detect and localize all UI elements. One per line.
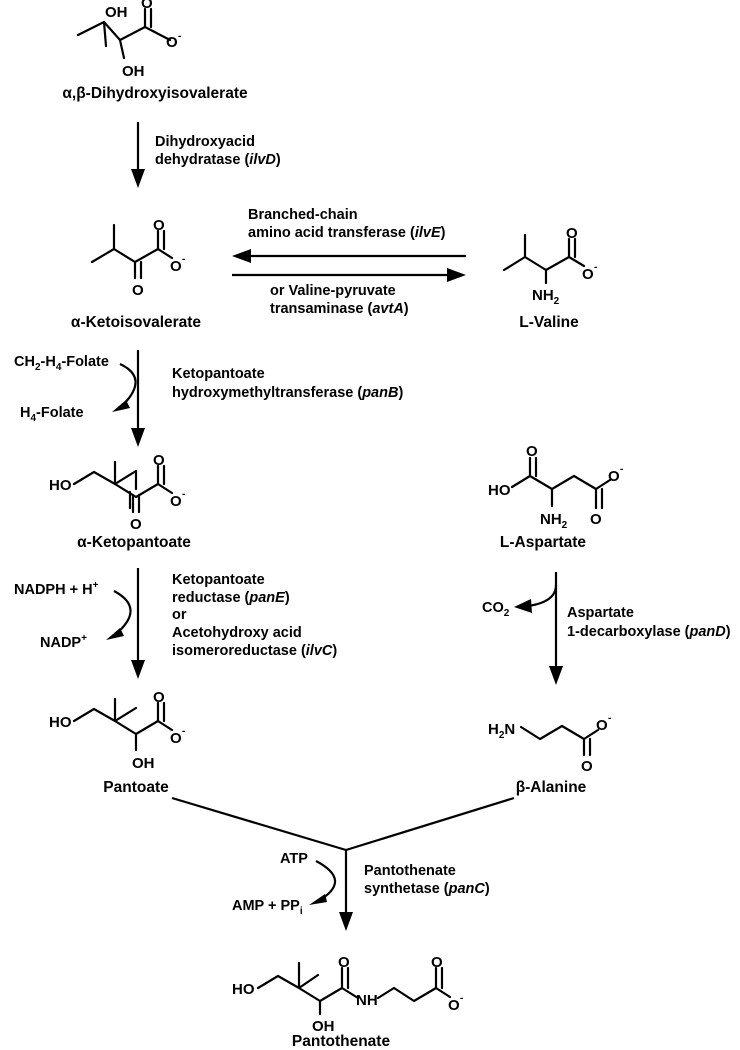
reaction-arrow-ilvd (131, 122, 145, 188)
compound-name-aspartate: L-Aspartate (500, 534, 587, 551)
enzyme-label-avta: transaminase (avtA) (270, 301, 409, 317)
atom-o: O (141, 0, 153, 12)
enzyme-label-or: or (172, 607, 187, 623)
atom-o: O (338, 954, 350, 971)
atom-ho: HO (49, 714, 72, 731)
enzyme-label-pantothenate: Pantothenate (364, 863, 456, 879)
enzyme-label-acetohydroxy-acid: Acetohydroxy acid (172, 625, 302, 641)
atom-o: O (526, 443, 538, 460)
atom-o: O (170, 493, 182, 510)
valine-structure: O O - NH2 (502, 225, 597, 307)
ketopantoate-structure: HO O O - O (49, 452, 185, 533)
reaction-arrow-panb (112, 350, 145, 447)
charge-minus: - (460, 993, 463, 1004)
atom-o: O (590, 511, 602, 528)
enzyme-label-panc: synthetase (panC) (364, 881, 490, 897)
charge-minus: - (594, 262, 597, 273)
enzyme-label-ilvc: isomeroreductase (ilvC) (172, 643, 337, 659)
charge-minus: - (178, 31, 181, 42)
atom-nh: NH (356, 992, 378, 1009)
atom-ho: HO (49, 477, 72, 494)
enzyme-label-aspartate: Aspartate (567, 605, 634, 621)
charge-minus: - (620, 464, 623, 475)
atom-oh: OH (132, 755, 155, 772)
enzyme-label-ketopantoate-reductase: Ketopantoate (172, 572, 265, 588)
atom-o: O (130, 516, 142, 533)
cofactor-h4-folate: H4-Folate (20, 405, 84, 424)
ketoisovalerate-structure: O O - O (90, 217, 185, 299)
compound-name-ketopantoate: α-Ketopantoate (77, 534, 191, 551)
enzyme-label-ilvd: dehydratase (ilvD) (155, 152, 281, 168)
enzyme-label-branched-chain: Branched-chain (248, 207, 358, 223)
compound-name-valine: L-Valine (519, 314, 579, 331)
cofactor-ch2-h4-folate: CH2-H4-Folate (14, 354, 109, 373)
compound-name-dihydroxyisovalerate: α,β-Dihydroxyisovalerate (62, 85, 248, 102)
enzyme-label-pane: reductase (panE) (172, 590, 290, 606)
atom-o: O (153, 689, 165, 706)
enzyme-label-dihydroxyacid: Dihydroxyacid (155, 134, 255, 150)
atom-o: O (581, 758, 593, 775)
compound-name-pantoate: Pantoate (103, 779, 169, 796)
reaction-arrow-ilve (232, 249, 466, 263)
charge-minus: - (608, 713, 611, 724)
atom-nh2: NH2 (532, 287, 560, 307)
enzyme-label-panb: hydroxymethyltransferase (panB) (172, 385, 403, 401)
atom-o: O (431, 954, 443, 971)
atom-o: O (608, 468, 620, 485)
aspartate-structure: HO O O - NH2 O (488, 443, 623, 531)
cofactor-amp-ppi: AMP + PPi (232, 898, 303, 917)
atom-oh: OH (312, 1018, 335, 1035)
reaction-arrow-panc (171, 796, 515, 931)
atom-o: O (166, 34, 178, 51)
atom-o: O (170, 258, 182, 275)
atom-oh: OH (122, 63, 145, 80)
atom-o: O (566, 225, 578, 242)
charge-minus: - (182, 254, 185, 265)
compound-name-ketoisovalerate: α-Ketoisovalerate (71, 314, 202, 331)
cofactor-co2: CO2 (482, 600, 510, 619)
atom-o: O (448, 997, 460, 1014)
atom-o: O (582, 266, 594, 283)
atom-ho: HO (232, 981, 255, 998)
enzyme-label-ketopantoate: Ketopantoate (172, 366, 265, 382)
reaction-arrow-pand (514, 572, 563, 685)
compound-name-pantothenate: Pantothenate (292, 1033, 391, 1050)
charge-minus: - (182, 489, 185, 500)
dihydroxyisovalerate-structure: OH O O - OH (76, 0, 181, 80)
atom-o: O (132, 282, 144, 299)
cofactor-atp: ATP (280, 851, 308, 867)
atom-o: O (153, 217, 165, 234)
enzyme-label-pand: 1-decarboxylase (panD) (567, 624, 731, 640)
enzyme-label-ilve: amino acid transferase (ilvE) (248, 225, 446, 241)
atom-h2n: H2N (488, 721, 515, 741)
reaction-arrow-pane (106, 568, 145, 679)
atom-oh: OH (105, 4, 128, 21)
atom-ho: HO (488, 482, 511, 499)
enzyme-label-valine-pyruvate: or Valine-pyruvate (270, 283, 396, 299)
pantothenate-structure: HO O NH O O - OH (232, 954, 463, 1035)
atom-o: O (596, 717, 608, 734)
beta-alanine-structure: H2N O - O (488, 713, 611, 775)
charge-minus: - (182, 726, 185, 737)
cofactor-nadp: NADP+ (40, 633, 87, 651)
reaction-arrow-avta (232, 268, 466, 282)
atom-o: O (153, 452, 165, 469)
atom-o: O (170, 730, 182, 747)
pantoate-structure: HO O O - OH (49, 689, 185, 772)
compound-name-beta-alanine: β-Alanine (516, 779, 587, 796)
cofactor-nadph: NADPH + H+ (14, 580, 99, 598)
atom-nh2: NH2 (540, 511, 568, 531)
